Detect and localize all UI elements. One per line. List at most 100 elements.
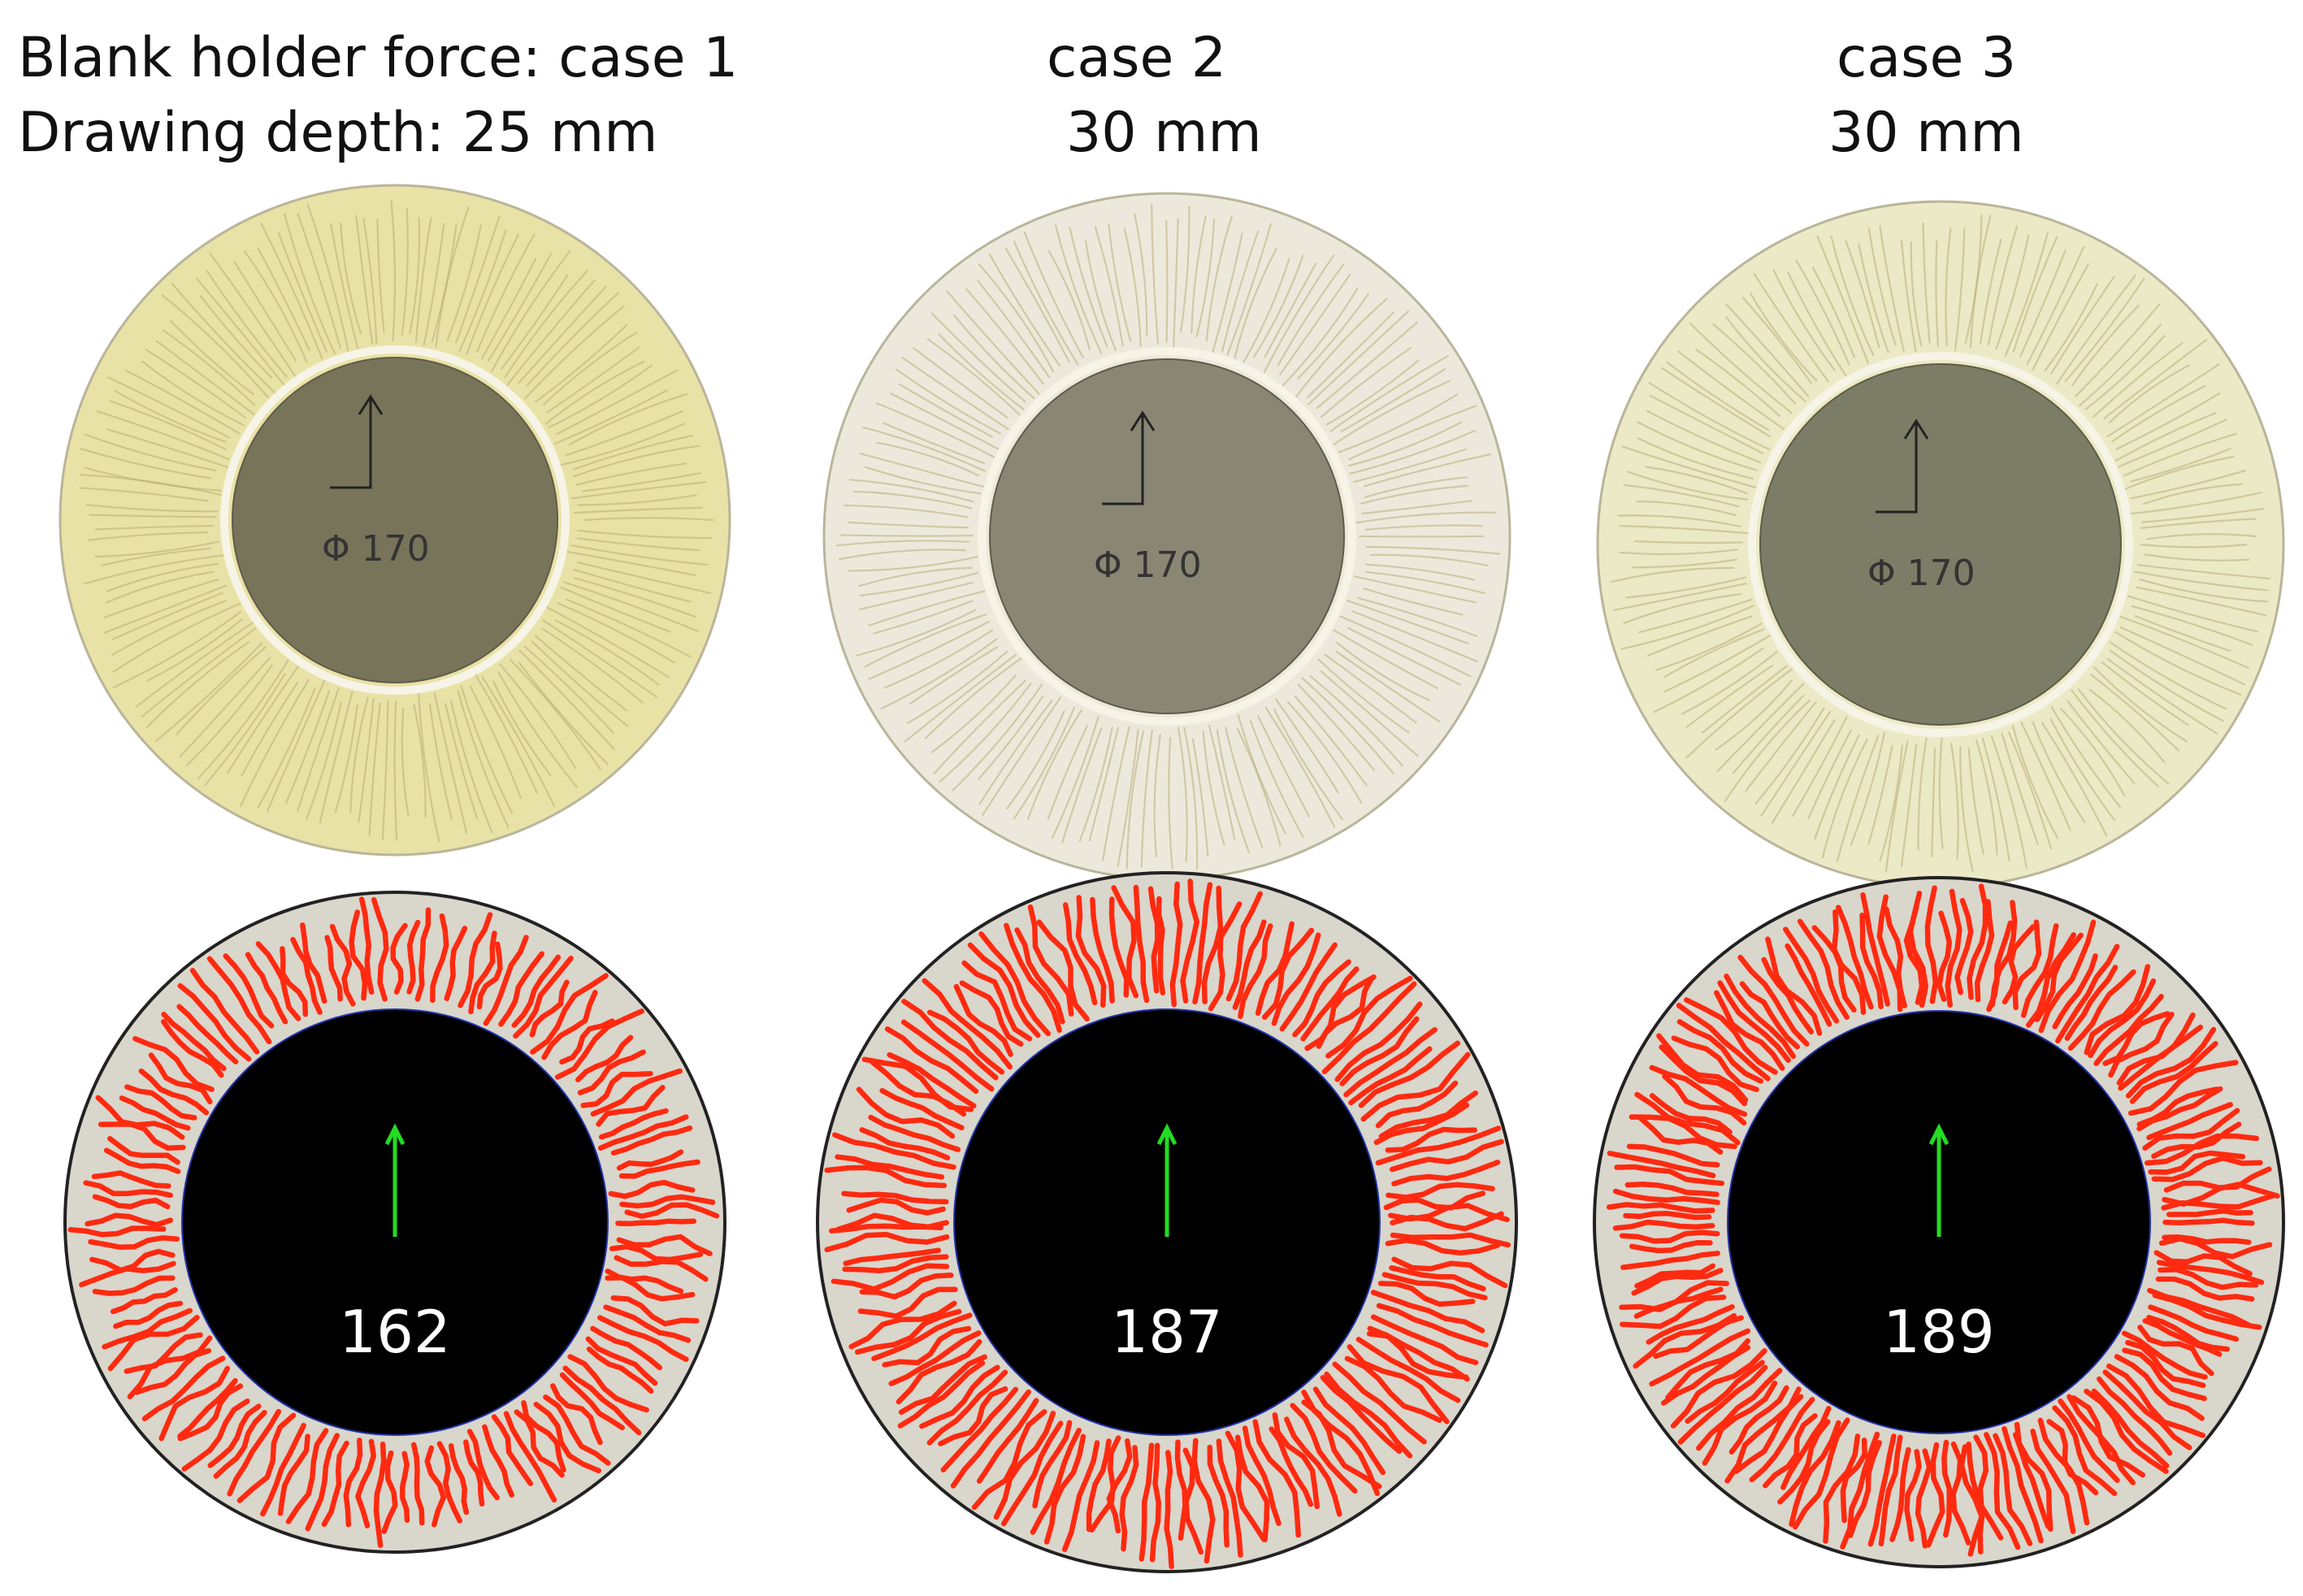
wrinkle-line <box>1338 392 1459 453</box>
wrinkle-line <box>1938 737 1944 849</box>
wrinkle-line <box>2106 657 2218 735</box>
detected-wrinkle <box>1612 1188 1720 1205</box>
wrinkle-line <box>1306 310 1395 399</box>
wrinkle-line <box>1975 739 1998 856</box>
detected-wrinkle <box>596 1085 666 1127</box>
detected-wrinkle <box>1290 1403 1358 1494</box>
wrinkle-line <box>283 213 336 355</box>
detected-wrinkle <box>1737 954 1810 1047</box>
detected-wrinkle <box>1032 1420 1073 1509</box>
detected-wrinkle <box>305 1433 340 1532</box>
detected-wrinkle <box>959 980 1024 1047</box>
wrinkle-line <box>1069 227 1108 348</box>
wrinkle-line <box>883 628 994 689</box>
wrinkle-line <box>135 622 254 708</box>
wrinkle-line <box>141 360 245 427</box>
detected-wrinkle <box>458 912 493 1008</box>
detected-wrinkle <box>577 1049 646 1095</box>
wrinkle-line <box>1814 734 1861 839</box>
detected-wrinkle <box>842 1254 949 1273</box>
detected-wrinkle <box>2012 919 2042 1011</box>
detected-wrinkle <box>562 1365 642 1436</box>
detected-wrinkle <box>1272 1412 1320 1510</box>
wrinkle-line <box>583 517 714 522</box>
detected-wrinkle <box>530 973 609 1055</box>
detected-wrinkle <box>1676 1019 1764 1084</box>
detected-wrinkle <box>1385 1126 1477 1153</box>
detected-wrinkle <box>514 1409 565 1478</box>
wrinkle-line <box>924 657 1023 740</box>
wrinkle-line <box>1695 349 1781 418</box>
wrinkle-line <box>895 368 1002 435</box>
detected-wrinkle <box>1208 901 1243 1012</box>
wrinkle-line <box>480 675 556 808</box>
detected-wrinkle <box>835 1212 949 1232</box>
detected-wrinkle <box>1631 1268 1724 1296</box>
detected-wrinkle <box>1390 1232 1511 1248</box>
detected-wrinkle <box>138 1068 210 1116</box>
wrinkle-line <box>937 333 1025 411</box>
detected-wrinkle <box>2153 1250 2253 1277</box>
wrinkle-line <box>1047 249 1091 351</box>
wrinkle-line <box>1202 731 1225 847</box>
detected-wrinkle <box>846 1197 946 1216</box>
detected-wrinkle <box>1320 1375 1403 1455</box>
detected-wrinkle <box>349 909 368 1001</box>
detected-wrinkle <box>2158 1236 2273 1260</box>
detected-wrinkle <box>967 942 1041 1039</box>
detected-wrinkle <box>1780 1406 1832 1490</box>
wrinkle-line <box>1339 615 1472 678</box>
wrinkle-line <box>1026 709 1083 821</box>
detected-wrinkle <box>189 968 260 1055</box>
detected-wrinkle <box>343 1438 363 1528</box>
wrinkle-line <box>103 578 219 619</box>
wrinkle-line <box>233 261 297 362</box>
detected-wrinkle <box>897 1360 986 1429</box>
wrinkle-line <box>525 291 620 388</box>
detected-wrinkle <box>971 1409 1047 1511</box>
wrinkle-line <box>340 222 362 335</box>
wrinkle-line <box>2139 578 2268 603</box>
wrinkle-line <box>241 681 299 777</box>
wrinkle-line <box>1123 228 1142 347</box>
wrinkle-line <box>490 249 571 373</box>
wrinkle-line <box>904 653 1017 743</box>
detected-wrinkle <box>371 897 389 1002</box>
wrinkle-line <box>1108 223 1132 342</box>
wrinkle-line <box>1954 227 1966 352</box>
detected-wrinkle <box>1840 1437 1867 1524</box>
wrinkle-line <box>930 674 1017 753</box>
detected-wrinkle <box>1626 1143 1720 1168</box>
wrinkle-line <box>390 200 397 342</box>
wrinkle-line <box>560 423 685 466</box>
wrinkle-line <box>1845 240 1880 349</box>
wrinkle-line <box>1724 699 1811 803</box>
wrinkle-line <box>1922 222 1931 344</box>
detected-wrinkle <box>177 982 252 1062</box>
wrinkle-line <box>1945 227 1952 347</box>
wrinkle-line <box>80 448 211 479</box>
detected-wrinkle <box>575 1034 634 1082</box>
detected-wrinkle <box>2122 1347 2207 1402</box>
wrinkle-line <box>319 691 353 824</box>
wrinkle-line <box>859 581 974 610</box>
detected-wrinkle <box>1004 922 1062 1033</box>
detected-wrinkle <box>559 1372 625 1431</box>
detected-wrinkle <box>2002 1425 2044 1544</box>
detected-wrinkle <box>1174 1439 1188 1541</box>
wrinkle-line <box>1004 247 1070 362</box>
detected-wrinkle <box>1138 1442 1155 1562</box>
wrinkle-line <box>1047 724 1089 820</box>
wrinkle-line <box>239 679 310 808</box>
detected-wrinkle <box>900 1019 995 1092</box>
wrinkle-line <box>1617 514 1741 528</box>
detected-wrinkle <box>91 1170 171 1189</box>
detected-wrinkle <box>609 1243 704 1263</box>
detected-wrinkle <box>1646 1303 1735 1345</box>
wrinkle-line <box>1935 240 1940 348</box>
wrinkle-line <box>577 494 697 506</box>
wrinkle-line <box>952 683 1043 792</box>
wrinkle-line <box>257 247 311 352</box>
wrinkle-count: 187 <box>1111 1298 1222 1366</box>
